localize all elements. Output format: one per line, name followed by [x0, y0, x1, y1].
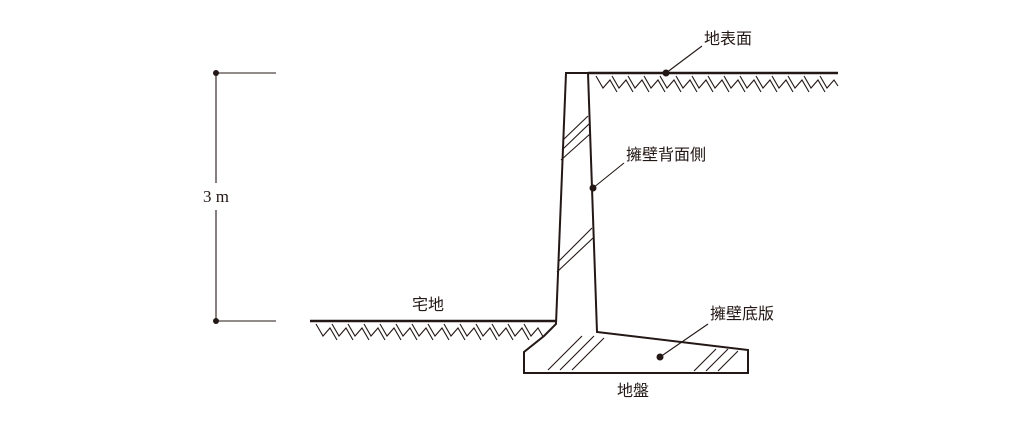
- label-residential-land: 宅地: [412, 295, 444, 314]
- label-wall-back-side: 擁壁背面側: [589, 145, 706, 192]
- dimension-dot-top: [213, 70, 219, 76]
- dimension-height-label: 3 m: [203, 187, 229, 206]
- wall-base-hatch: [547, 335, 739, 372]
- wall-base-slab-label: 擁壁底版: [710, 304, 774, 323]
- wall-back-side-dot: [589, 184, 597, 192]
- foundation-ground-label: 地盤: [617, 381, 649, 400]
- residential-land-label: 宅地: [412, 295, 444, 314]
- wall-stem-hatch: [556, 115, 594, 273]
- wall-base-slab-leader: [659, 323, 709, 358]
- label-foundation-ground: 地盤: [617, 381, 649, 400]
- dimension-dot-bottom: [213, 318, 219, 324]
- retaining-wall: [523, 72, 749, 374]
- wall-back-side-leader: [592, 162, 625, 189]
- upper-ground-hatch: [595, 75, 839, 93]
- wall-base-slab-dot: [656, 353, 664, 361]
- ground-surface-label: 地表面: [704, 29, 752, 48]
- ground-surface-dot: [662, 69, 670, 77]
- retaining-wall-outline: [523, 72, 749, 374]
- label-ground-surface: 地表面: [662, 29, 752, 77]
- height-dimension: 3 m: [203, 70, 276, 324]
- lower-ground-hatch: [315, 323, 546, 341]
- lower-ground: [310, 319, 556, 341]
- label-wall-base-slab: 擁壁底版: [656, 304, 774, 361]
- wall-back-side-label: 擁壁背面側: [626, 145, 706, 164]
- upper-ground: [588, 71, 839, 93]
- ground-surface-leader: [665, 45, 703, 74]
